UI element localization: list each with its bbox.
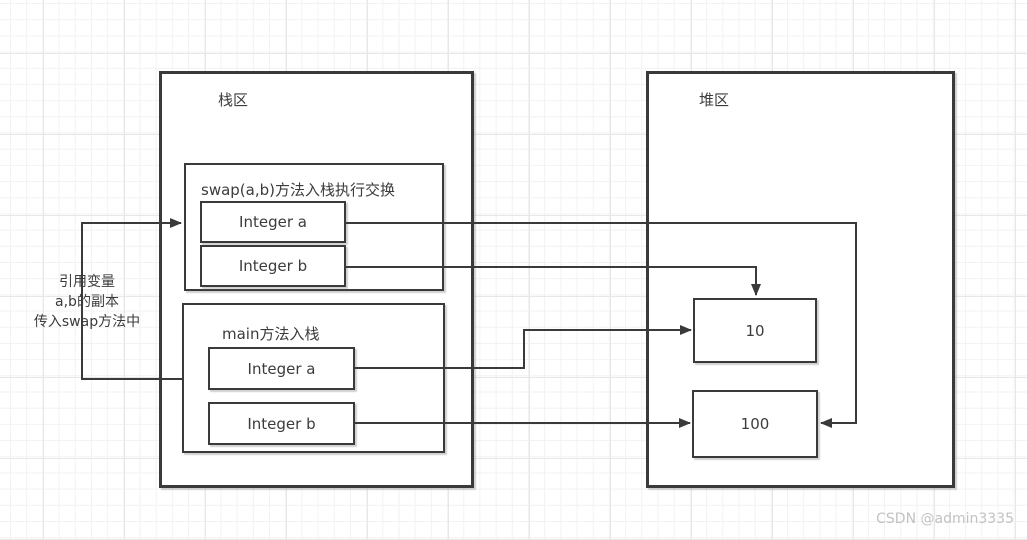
- swap-var-b-label: Integer b: [238, 257, 308, 275]
- heap-object-10-label: 10: [745, 321, 765, 340]
- watermark: CSDN @admin3335: [876, 511, 1014, 527]
- annotation-line: 引用变量: [59, 274, 115, 290]
- main-var-b-label: Integer b: [247, 414, 316, 433]
- main-var-a-label: Integer a: [247, 359, 316, 378]
- swap-frame-title: swap(a,b)方法入栈执行交换: [201, 181, 395, 199]
- main-frame-title: main方法入栈: [222, 325, 320, 343]
- swap-var-b-box: Integer b: [200, 245, 346, 287]
- annotation-note: 引用变量 a,b的副本 传入swap方法中: [5, 272, 169, 332]
- annotation-line: a,b的副本: [55, 294, 119, 310]
- heap-object-100-label: 100: [740, 415, 770, 433]
- swap-var-a-label: Integer a: [239, 213, 307, 231]
- main-var-a-box: Integer a: [208, 347, 355, 390]
- heap-object-100-box: 100: [692, 390, 818, 458]
- main-var-b-box: Integer b: [208, 402, 355, 445]
- heap-object-10-box: 10: [693, 298, 817, 363]
- annotation-line: 传入swap方法中: [33, 314, 141, 330]
- stack-region-title: 栈区: [218, 91, 249, 109]
- swap-var-a-box: Integer a: [200, 201, 346, 243]
- heap-region-title: 堆区: [699, 91, 730, 109]
